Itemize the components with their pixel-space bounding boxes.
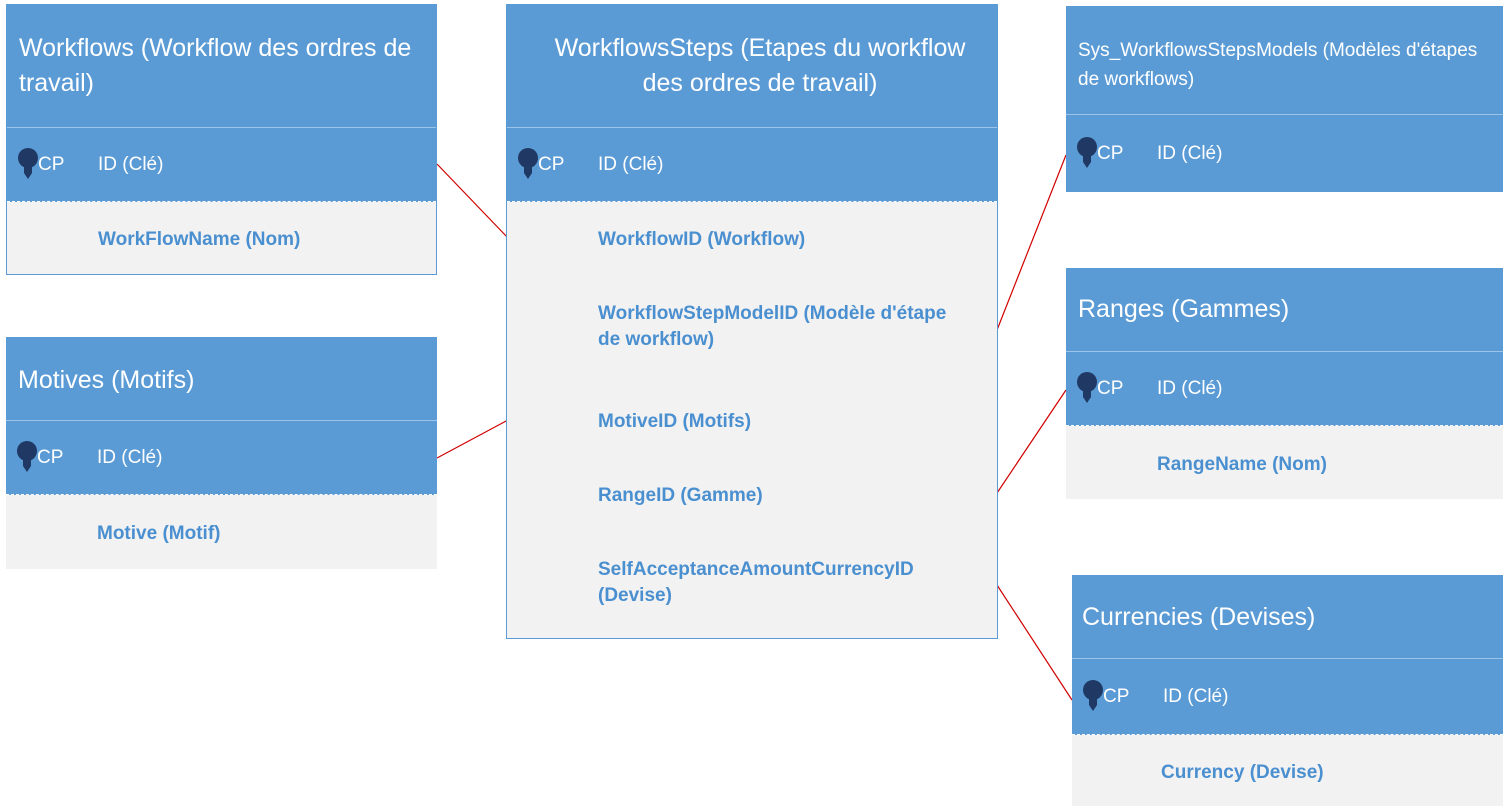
field-currency: Currency (Devise)	[1161, 762, 1324, 783]
key-icon	[18, 147, 38, 179]
relation-steps-to-workflowstepsmodels	[996, 154, 1067, 331]
pk-field: ID (Clé)	[97, 446, 163, 468]
relation-motives-to-steps	[436, 419, 509, 459]
entity-header: WorkflowsSteps (Etapes du workflow des o…	[507, 5, 997, 127]
pk-tag: CP	[1103, 685, 1130, 707]
relation-steps-to-currencies	[996, 584, 1073, 701]
entity-ranges[interactable]: Ranges (Gammes) CP ID (Clé) RangeName (N…	[1066, 268, 1503, 499]
entity-workflows-steps[interactable]: WorkflowsSteps (Etapes du workflow des o…	[506, 4, 998, 639]
field-motiveid: MotiveID (Motifs)	[598, 411, 752, 432]
entity-title: Currencies (Devises)	[1082, 603, 1316, 631]
primary-key-row: CP ID (Clé)	[1072, 658, 1503, 735]
field-workflowname: WorkFlowName (Nom)	[98, 229, 301, 250]
entity-motives[interactable]: Motives (Motifs) CP ID (Clé) Motive (Mot…	[6, 337, 437, 569]
entity-sys-workflows-steps-models[interactable]: Sys_WorkflowsStepsModels (Modèles d'étap…	[1066, 6, 1503, 192]
entity-title: WorkflowsSteps (Etapes du workflow des o…	[554, 34, 966, 97]
pk-tag: CP	[1097, 142, 1124, 164]
pk-field: ID (Clé)	[1157, 142, 1223, 164]
key-icon	[1077, 136, 1097, 168]
primary-key-row: CP ID (Clé)	[1066, 351, 1503, 426]
field-selfacceptanceamountcurrencyid: SelfAcceptanceAmountCurrencyID (Devise)	[598, 559, 914, 606]
key-icon	[518, 147, 538, 179]
field-rangeid: RangeID (Gamme)	[598, 485, 763, 506]
key-icon	[1083, 679, 1103, 711]
primary-key-row: CP ID (Clé)	[507, 127, 997, 202]
entity-title: Ranges (Gammes)	[1078, 295, 1290, 323]
pk-tag: CP	[37, 446, 64, 468]
entity-workflows[interactable]: Workflows (Workflow des ordres de travai…	[6, 4, 437, 275]
entity-header: Motives (Motifs)	[6, 337, 437, 420]
relation-workflows-to-steps	[436, 163, 509, 239]
field-rangename: RangeName (Nom)	[1157, 454, 1327, 475]
pk-field: ID (Clé)	[1157, 377, 1223, 399]
primary-key-row: CP ID (Clé)	[1066, 114, 1503, 192]
entity-header: Sys_WorkflowsStepsModels (Modèles d'étap…	[1066, 6, 1503, 114]
key-icon	[17, 440, 37, 472]
key-icon	[1077, 371, 1097, 403]
entity-header: Workflows (Workflow des ordres de travai…	[7, 5, 436, 127]
field-workflowstepmodelid: WorkflowStepModelID (Modèle d'étape de w…	[598, 303, 947, 350]
field-workflowid: WorkflowID (Workflow)	[598, 229, 806, 250]
pk-tag: CP	[38, 153, 65, 175]
pk-field: ID (Clé)	[98, 153, 164, 175]
entity-title: Motives (Motifs)	[18, 366, 195, 394]
field-motive: Motive (Motif)	[97, 523, 221, 544]
primary-key-row: CP ID (Clé)	[6, 420, 437, 495]
entity-title: Sys_WorkflowsStepsModels (Modèles d'étap…	[1078, 40, 1478, 90]
pk-tag: CP	[1097, 377, 1124, 399]
pk-field: ID (Clé)	[1163, 685, 1229, 707]
entity-header: Currencies (Devises)	[1072, 575, 1503, 658]
entity-currencies[interactable]: Currencies (Devises) CP ID (Clé) Currenc…	[1072, 575, 1503, 806]
pk-field: ID (Clé)	[598, 153, 664, 175]
primary-key-row: CP ID (Clé)	[7, 127, 436, 202]
relation-steps-to-ranges	[996, 389, 1067, 494]
entity-title: Workflows (Workflow des ordres de travai…	[19, 34, 412, 97]
pk-tag: CP	[538, 153, 565, 175]
entity-header: Ranges (Gammes)	[1066, 268, 1503, 351]
